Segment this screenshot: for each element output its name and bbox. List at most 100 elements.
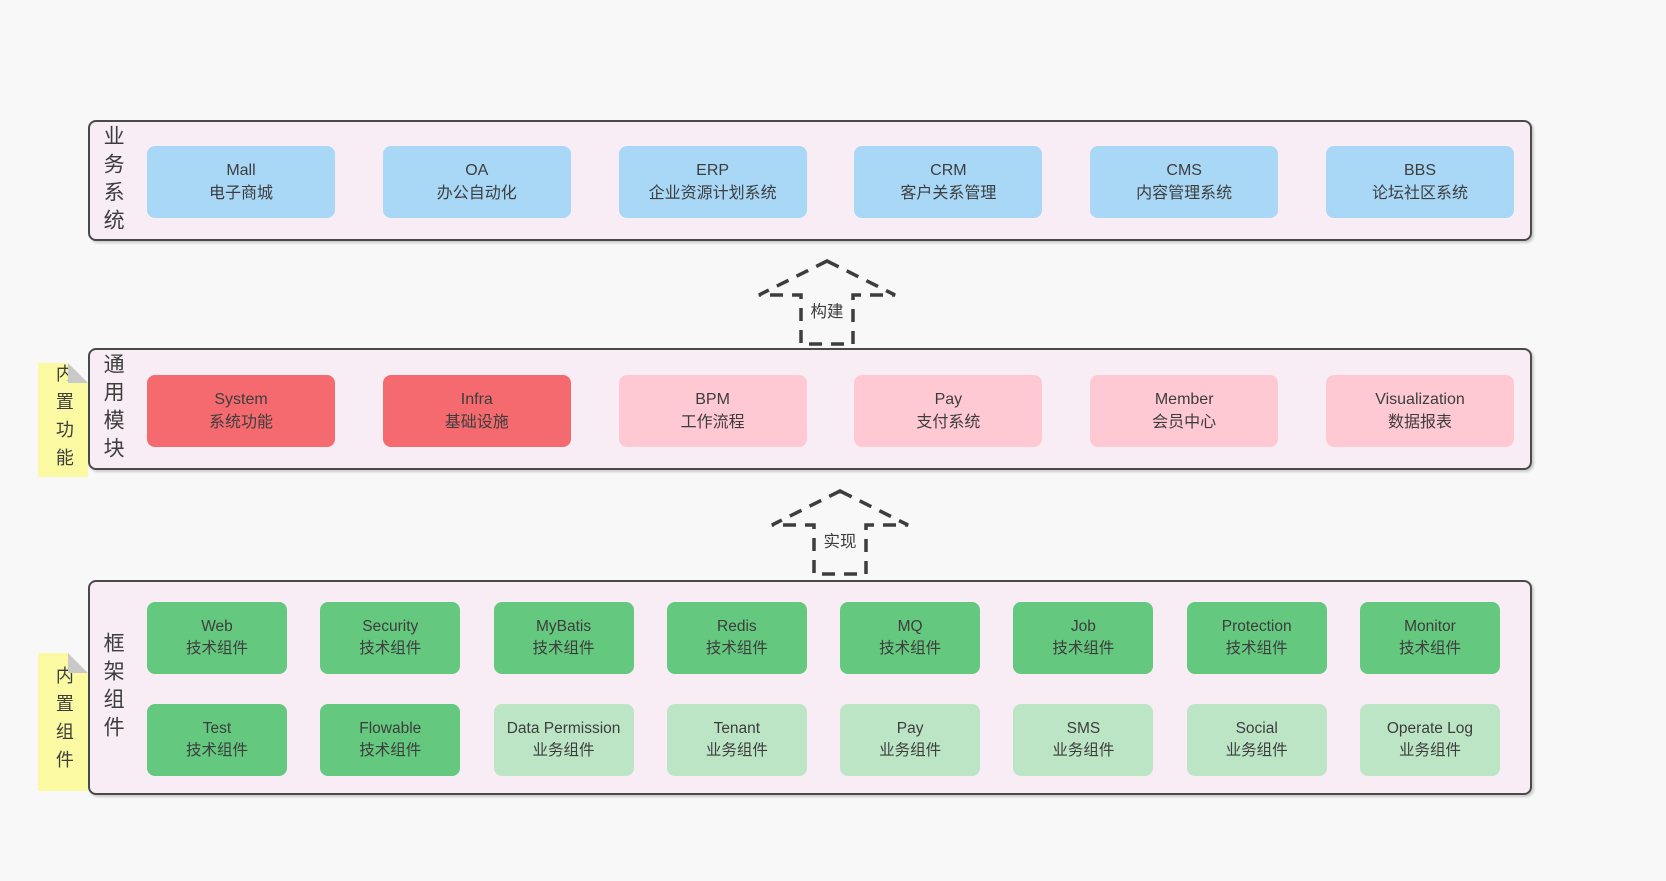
box-title: Visualization <box>1375 391 1465 408</box>
business-systems-panel: 业务系统 Mall 电子商城 OA 办公自动化 ERP 企业资源计划系统 CRM… <box>88 120 1532 241</box>
modules-box-row: System 系统功能 Infra 基础设施 BPM 工作流程 Pay 支付系统… <box>147 375 1514 447</box>
box-subtitle: 业务组件 <box>879 742 942 759</box>
box-subtitle: 企业资源计划系统 <box>648 185 777 202</box>
business-systems-label: 业务系统 <box>101 122 124 239</box>
box-subtitle: 办公自动化 <box>436 185 517 202</box>
box-subtitle: 技术组件 <box>1052 640 1115 657</box>
box-mybatis: MyBatis 技术组件 <box>493 602 634 674</box>
box-title: Redis <box>717 618 757 635</box>
box-title: Flowable <box>359 720 422 737</box>
framework-box-row-1: Web 技术组件 Security 技术组件 MyBatis 技术组件 Redi… <box>147 602 1500 674</box>
box-title: MQ <box>897 618 923 635</box>
box-title: Pay <box>896 720 924 737</box>
box-subtitle: 业务组件 <box>532 742 595 759</box>
box-operate-log: Operate Log 业务组件 <box>1359 704 1500 776</box>
framework-box-row-2: Test 技术组件 Flowable 技术组件 Data Permission … <box>147 704 1500 776</box>
box-title: BPM <box>695 391 730 408</box>
box-subtitle: 技术组件 <box>359 640 422 657</box>
box-bbs: BBS 论坛社区系统 <box>1325 146 1514 218</box>
box-mall: Mall 电子商城 <box>147 146 335 218</box>
box-subtitle: 系统功能 <box>208 414 273 431</box>
box-tenant: Tenant 业务组件 <box>666 704 807 776</box>
box-pay: Pay 支付系统 <box>854 375 1043 447</box>
box-title: Infra <box>460 391 493 408</box>
box-subtitle: 业务组件 <box>1052 742 1115 759</box>
box-subtitle: 技术组件 <box>705 640 768 657</box>
common-modules-panel: 通用模块 System 系统功能 Infra 基础设施 BPM 工作流程 Pay… <box>88 348 1532 470</box>
box-bpm: BPM 工作流程 <box>618 375 807 447</box>
box-title: Test <box>202 720 232 737</box>
box-monitor: Monitor 技术组件 <box>1359 602 1500 674</box>
box-subtitle: 技术组件 <box>1398 640 1461 657</box>
box-title: ERP <box>696 162 730 179</box>
box-oa: OA 办公自动化 <box>382 146 571 218</box>
box-sms: SMS 业务组件 <box>1013 704 1154 776</box>
box-infra: Infra 基础设施 <box>382 375 571 447</box>
box-title: Social <box>1235 720 1278 737</box>
box-subtitle: 客户关系管理 <box>900 185 997 202</box>
arrow-implement-label: 实现 <box>821 528 859 552</box>
box-subtitle: 基础设施 <box>444 414 509 431</box>
box-flowable: Flowable 技术组件 <box>320 704 461 776</box>
box-subtitle: 业务组件 <box>705 742 768 759</box>
box-pay-biz: Pay 业务组件 <box>840 704 981 776</box>
box-title: Protection <box>1221 618 1292 635</box>
box-subtitle: 技术组件 <box>359 742 422 759</box>
box-web: Web 技术组件 <box>147 602 287 674</box>
sticky-text: 内置组件 <box>53 666 74 778</box>
box-data-permission: Data Permission 业务组件 <box>493 704 634 776</box>
box-subtitle: 内容管理系统 <box>1136 185 1233 202</box>
box-title: Monitor <box>1404 618 1456 635</box>
folded-corner-icon <box>68 653 88 673</box>
box-redis: Redis 技术组件 <box>666 602 807 674</box>
box-subtitle: 技术组件 <box>879 640 942 657</box>
box-subtitle: 电子商城 <box>208 185 273 202</box>
box-subtitle: 支付系统 <box>916 414 981 431</box>
box-title: CMS <box>1166 162 1202 179</box>
box-mq: MQ 技术组件 <box>840 602 981 674</box>
folded-corner-icon <box>68 363 88 383</box>
box-job: Job 技术组件 <box>1013 602 1154 674</box>
box-cms: CMS 内容管理系统 <box>1090 146 1279 218</box>
arrow-implement: 实现 <box>750 486 930 578</box>
arrow-build: 构建 <box>737 256 917 348</box>
arrow-build-label: 构建 <box>808 298 846 322</box>
box-subtitle: 工作流程 <box>680 414 745 431</box>
box-system: System 系统功能 <box>147 375 335 447</box>
framework-components-panel: 框架组件 Web 技术组件 Security 技术组件 MyBatis 技术组件… <box>88 580 1532 795</box>
box-title: MyBatis <box>536 618 592 635</box>
box-subtitle: 业务组件 <box>1225 742 1288 759</box>
panel-label-text: 通用模块 <box>101 353 125 465</box>
box-visualization: Visualization 数据报表 <box>1325 375 1514 447</box>
box-subtitle: 论坛社区系统 <box>1371 185 1468 202</box>
box-title: System <box>214 391 268 408</box>
box-subtitle: 会员中心 <box>1152 414 1217 431</box>
box-member: Member 会员中心 <box>1090 375 1279 447</box>
box-title: Member <box>1154 391 1214 408</box>
box-title: Pay <box>934 391 963 408</box>
box-title: SMS <box>1066 720 1101 737</box>
box-title: Job <box>1070 618 1096 635</box>
box-subtitle: 技术组件 <box>1225 640 1288 657</box>
framework-components-label: 框架组件 <box>101 582 124 793</box>
box-social: Social 业务组件 <box>1186 704 1327 776</box>
box-subtitle: 技术组件 <box>532 640 595 657</box>
box-title: BBS <box>1403 162 1436 179</box>
box-title: CRM <box>930 162 967 179</box>
box-crm: CRM 客户关系管理 <box>854 146 1043 218</box>
box-erp: ERP 企业资源计划系统 <box>618 146 807 218</box>
common-modules-label: 通用模块 <box>101 350 124 468</box>
box-title: OA <box>465 162 489 179</box>
box-security: Security 技术组件 <box>320 602 461 674</box>
box-test: Test 技术组件 <box>147 704 287 776</box>
box-title: Web <box>201 618 233 635</box>
box-title: Security <box>362 618 419 635</box>
box-subtitle: 技术组件 <box>185 742 248 759</box>
sticky-built-in-components: 内置组件 <box>38 653 88 791</box>
box-title: Operate Log <box>1386 720 1474 737</box>
box-subtitle: 业务组件 <box>1398 742 1461 759</box>
panel-label-text: 业务系统 <box>101 124 125 237</box>
box-title: Mall <box>226 162 256 179</box>
business-box-row: Mall 电子商城 OA 办公自动化 ERP 企业资源计划系统 CRM 客户关系… <box>147 146 1514 218</box>
box-title: Data Permission <box>506 720 621 737</box>
